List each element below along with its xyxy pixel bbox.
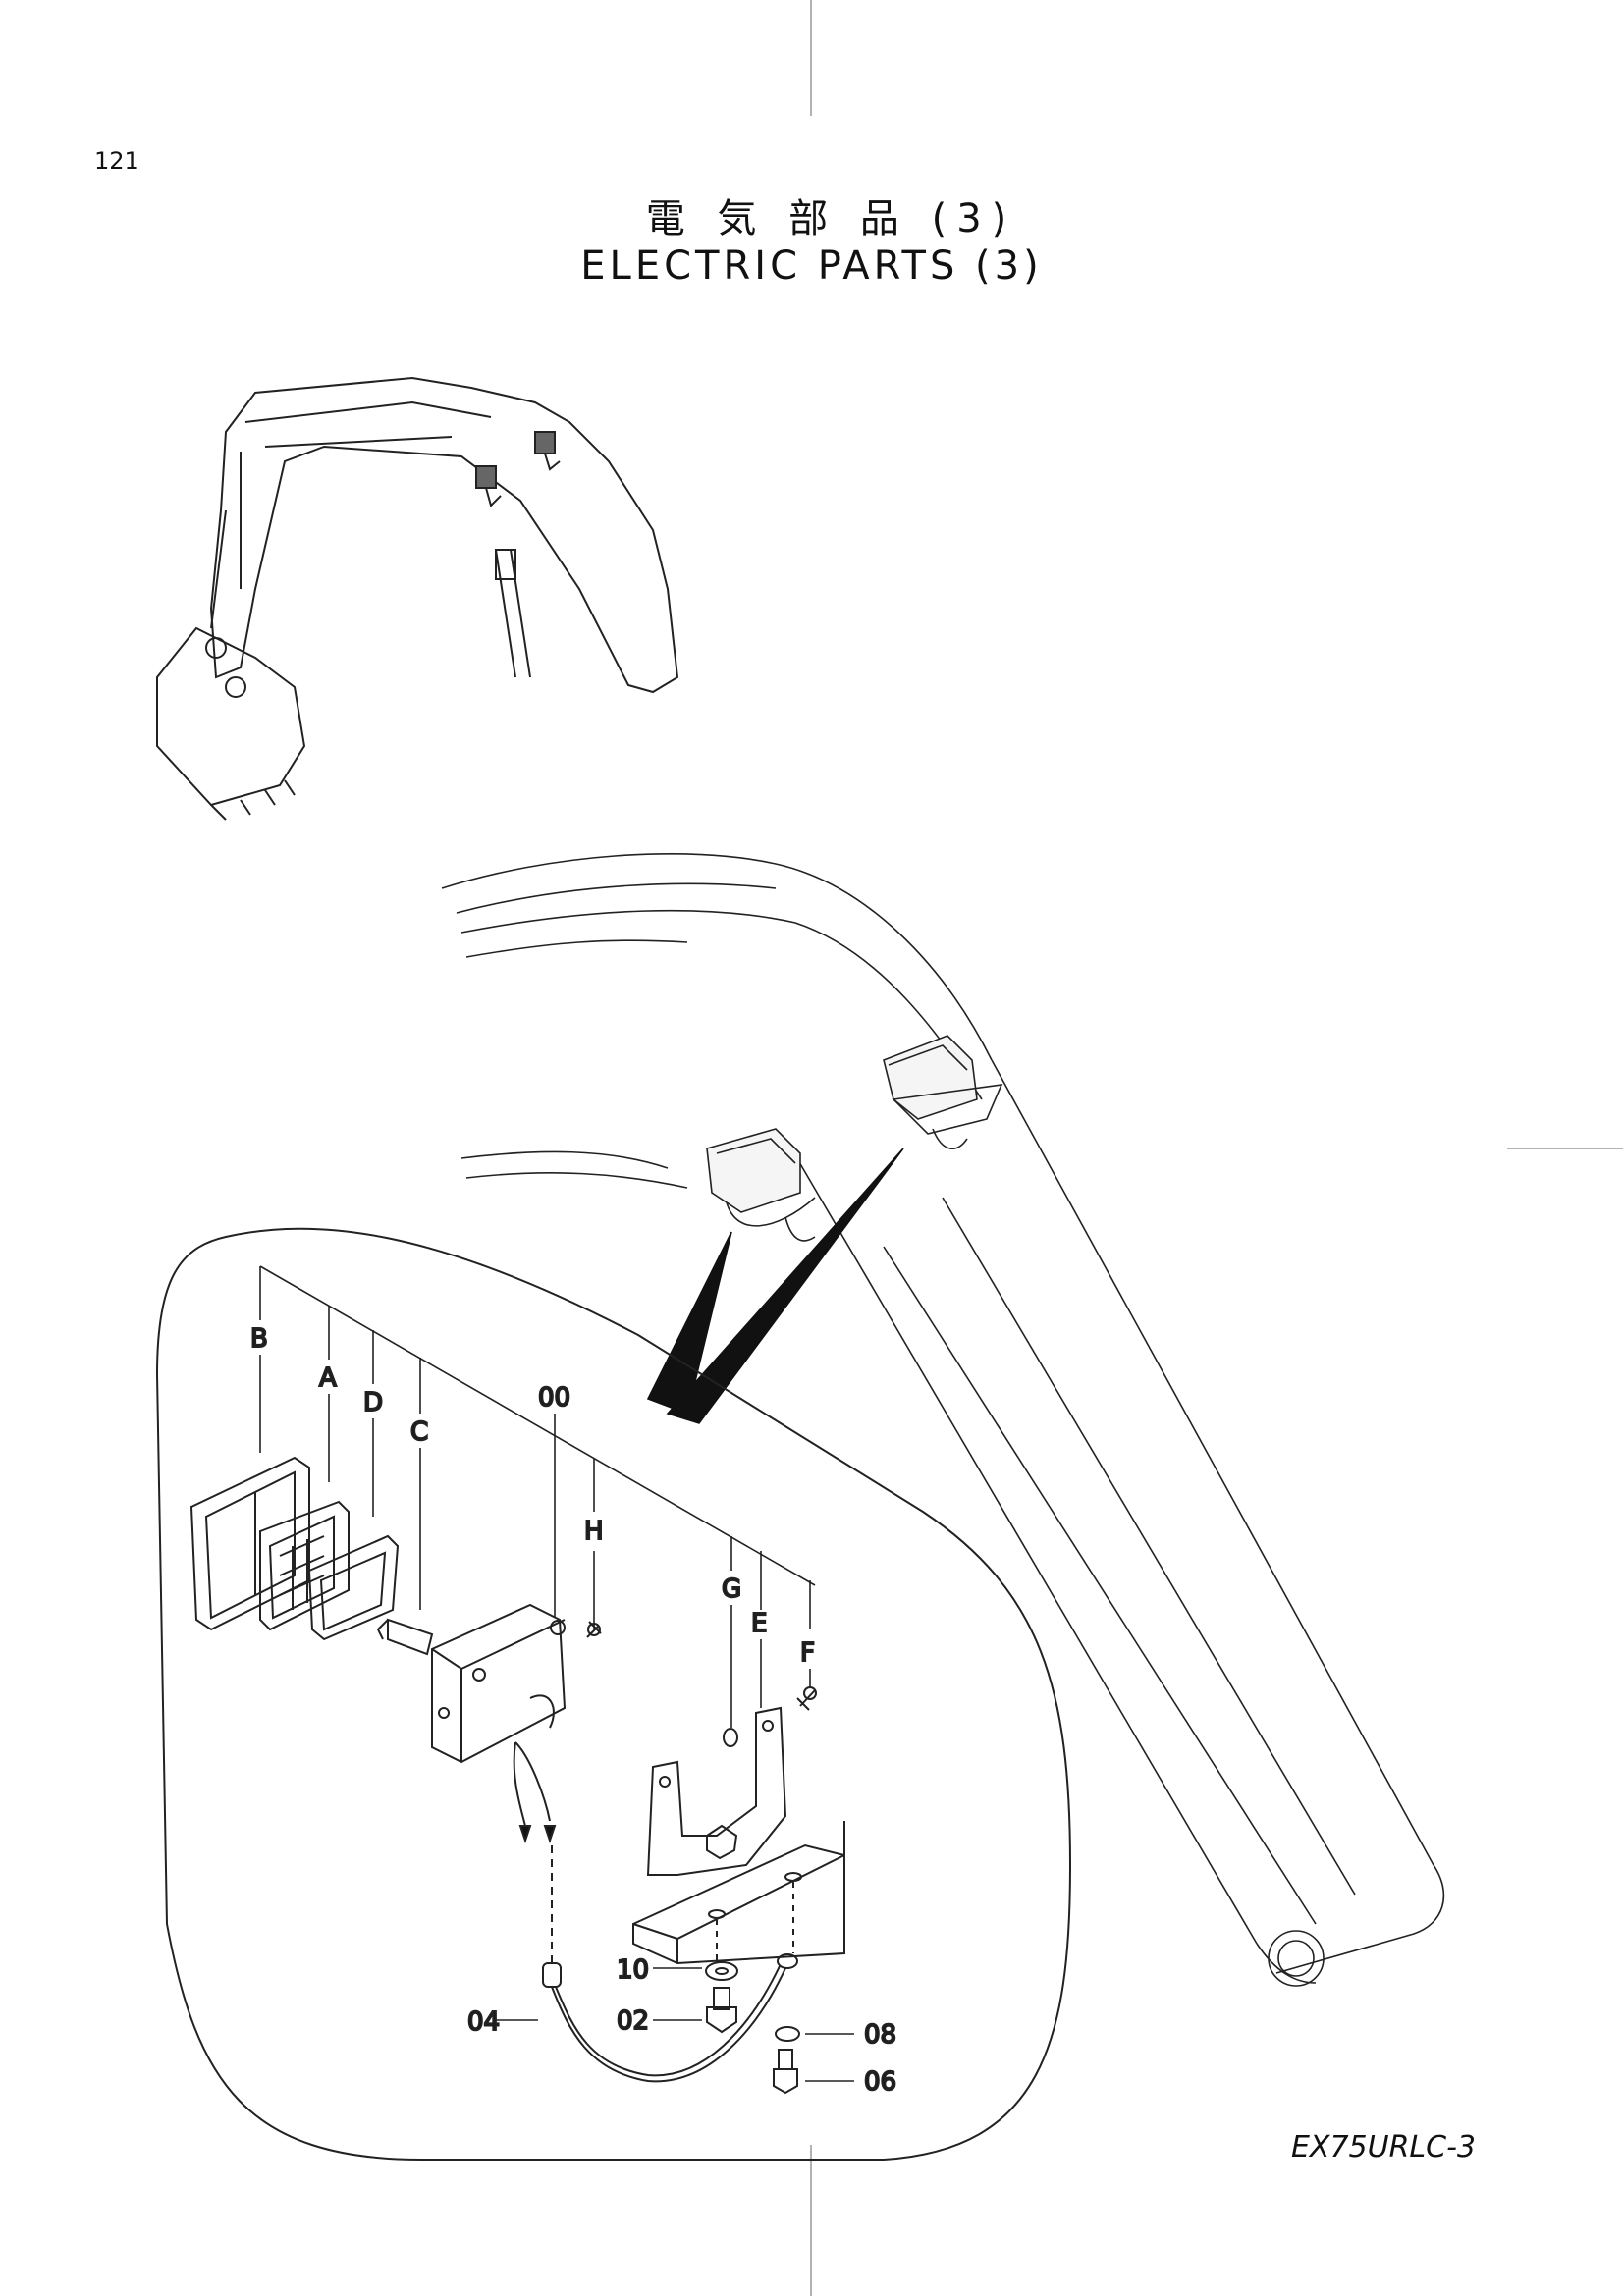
crop-marks xyxy=(810,0,1623,2296)
callout-A: A xyxy=(319,1363,337,1393)
excavator-overview xyxy=(156,376,679,821)
callout-B: B xyxy=(250,1324,268,1354)
callout-labels: B A D C 00 H G E F 10 04 02 08 06 xyxy=(249,1323,897,2098)
mounting-plate xyxy=(632,1821,845,1965)
callout-G: G xyxy=(722,1575,741,1604)
detail-balloon xyxy=(155,1227,1072,2161)
model-code: EX75URLC-3 xyxy=(1290,2130,1476,2164)
callout-E: E xyxy=(751,1609,767,1638)
title-japanese: 電 気 部 品 (3) xyxy=(645,196,1017,241)
callout-06: 06 xyxy=(864,2067,896,2097)
callout-00: 00 xyxy=(538,1383,570,1413)
callout-H: H xyxy=(584,1517,604,1546)
callout-D: D xyxy=(363,1388,383,1417)
callout-10: 10 xyxy=(617,1955,649,1985)
callout-08: 08 xyxy=(864,2020,896,2050)
callout-04: 04 xyxy=(467,2007,500,2037)
lamp-lens-parts xyxy=(189,1456,400,1641)
page-number: 121 xyxy=(94,147,139,175)
leader-lines xyxy=(259,1265,854,2082)
work-lamp-body xyxy=(376,1603,567,1844)
lamp-bracket xyxy=(586,1621,817,1876)
fasteners-and-wire xyxy=(542,1845,800,2095)
title-english: ELECTRIC PARTS (3) xyxy=(580,243,1043,289)
callout-C: C xyxy=(410,1417,428,1447)
callout-02: 02 xyxy=(617,2006,649,2036)
boom-detail xyxy=(441,853,1445,1987)
callout-F: F xyxy=(800,1638,815,1668)
